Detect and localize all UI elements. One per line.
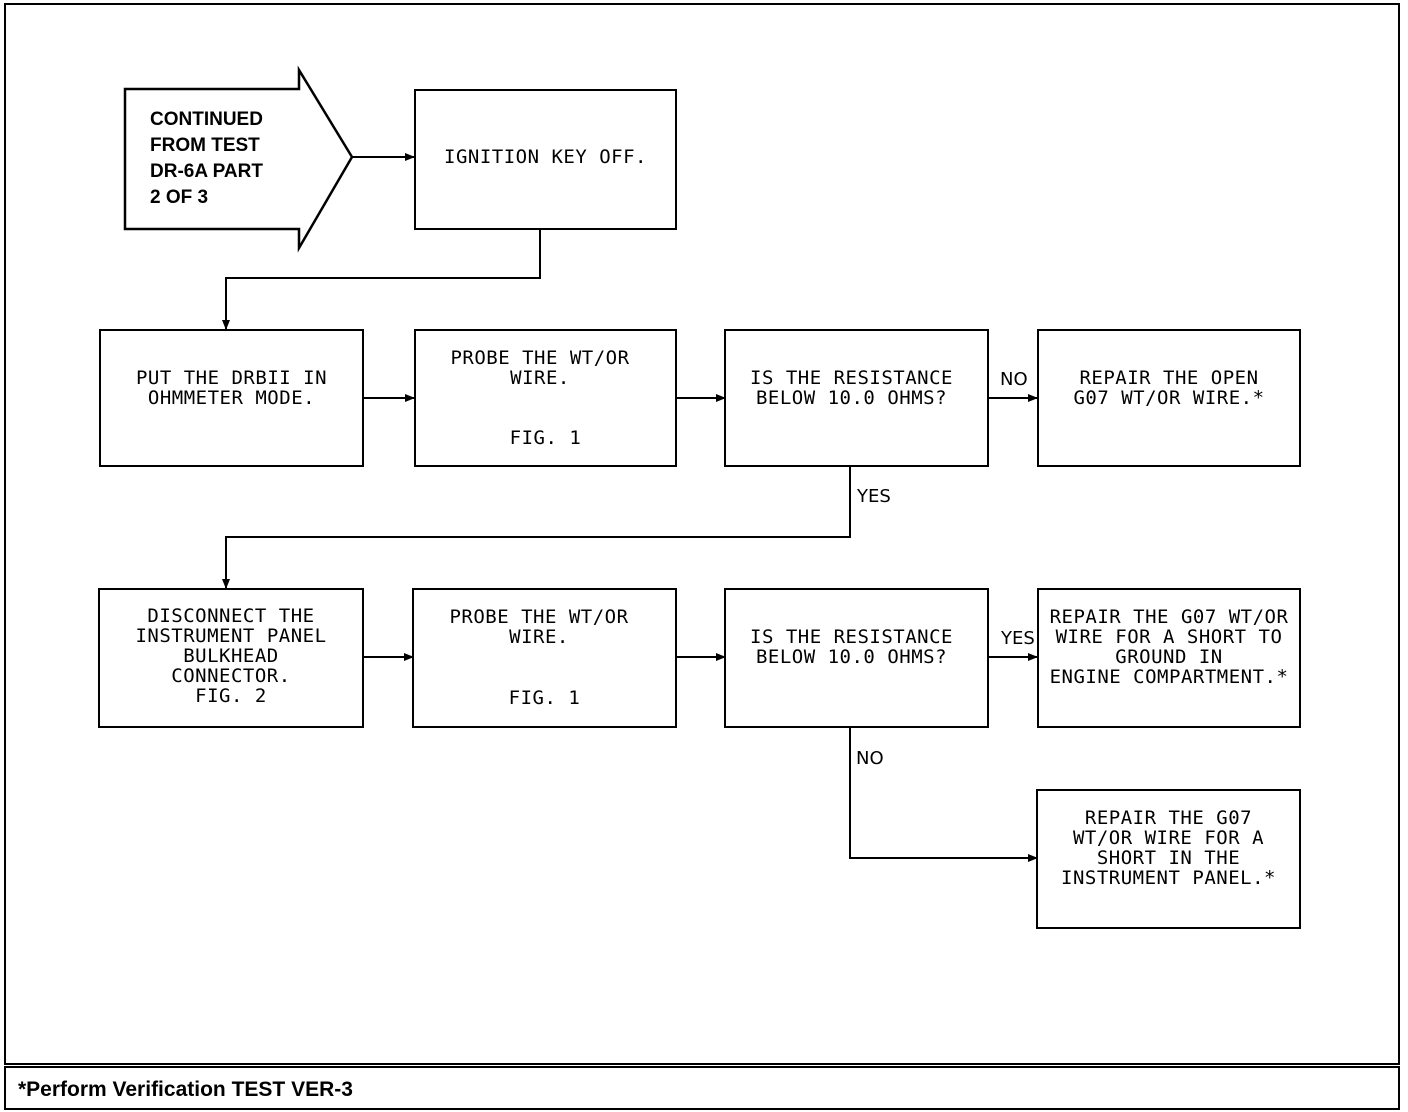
step-repair-open-text: REPAIR THE OPEN G07 WT/OR WIRE.* [1073,367,1265,409]
step-probe-wire-2 [412,588,677,728]
step-disconnect-bulkhead [98,588,364,728]
footer-bar: *Perform Verification TEST VER-3 [4,1066,1400,1110]
step-probe2-text: PROBE THE WT/OR WIRE. [449,606,629,648]
step-ignition-text: IGNITION KEY OFF. [444,146,647,168]
connector-question1-disconnect [222,467,851,589]
connector-question2-repair-panel [849,727,1038,862]
decision-resistance-2-text: IS THE RESISTANCE BELOW 10.0 OHMS? [750,626,953,668]
step-probe2-fig: FIG. 1 [508,687,581,709]
step-repair-short-ground-text: REPAIR THE G07 WT/OR WIRE FOR A SHORT TO… [1049,606,1289,688]
step-drbii-text: PUT THE DRBII IN OHMMETER MODE. [135,367,328,409]
step-repair-short-panel-text: REPAIR THE G07 WT/OR WIRE FOR A SHORT IN… [1061,807,1276,889]
step-disconnect-text: DISCONNECT THE INSTRUMENT PANEL BULKHEAD… [135,605,327,707]
step-repair-short-ground [1037,588,1301,728]
step-probe-wire-1 [414,329,677,467]
decision-resistance-1 [724,329,989,467]
step-ignition-key-off [414,89,677,230]
footer-verification-note: *Perform Verification TEST VER-3 [18,1078,353,1101]
step-probe1-text: PROBE THE WT/OR WIRE. [450,347,630,389]
step-repair-short-panel [1036,789,1301,929]
decision-resistance-2 [724,588,989,728]
label-q2-no: NO [856,748,884,769]
start-continued-label: CONTINUED FROM TEST DR-6A PART 2 OF 3 [150,109,263,208]
step-repair-open-wire [1037,329,1301,467]
label-q1-no: NO [1000,369,1028,390]
step-drbii-ohmmeter [99,329,364,467]
step-probe1-fig: FIG. 1 [509,427,582,449]
label-q1-yes: YES [857,486,891,507]
connector-ignition-drbii [222,229,541,330]
start-arrow-shape [123,65,354,253]
decision-resistance-1-text: IS THE RESISTANCE BELOW 10.0 OHMS? [750,367,953,409]
diagram-frame [4,3,1400,1065]
label-q2-yes: YES [1001,628,1035,649]
